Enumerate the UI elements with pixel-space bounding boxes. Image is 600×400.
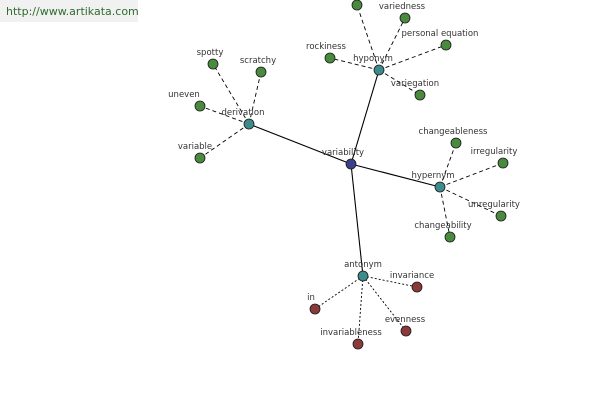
edge-antonym-leaf [314,275,364,310]
node-hyponym-leaf[interactable] [440,39,452,51]
edge-hyponym-leaf [378,69,421,96]
node-antonym-leaf[interactable] [411,281,423,293]
label-antonym-leaf: in [307,293,315,303]
node-hypernym-leaf[interactable] [495,210,507,222]
node-hyponym[interactable] [373,64,385,76]
label-hypernym: hypernym [411,171,454,181]
node-hypernym-leaf[interactable] [444,231,456,243]
graph-edges [199,4,504,345]
label-derivation-leaf: variable [178,142,212,152]
edge-center-hypernym [350,163,441,188]
label-antonym: antonym [344,260,382,270]
label-antonym-leaf: evenness [385,315,426,325]
node-antonym-leaf[interactable] [352,338,364,350]
node-hyponym-leaf[interactable] [399,12,411,24]
edge-hyponym-leaf [378,44,447,71]
edge-derivation-leaf [212,63,250,125]
node-derivation[interactable] [243,118,255,130]
label-antonym-leaf: invariableness [320,328,382,338]
edge-hyponym-leaf [378,17,406,71]
edge-center-hyponym [350,69,380,165]
graph-nodes [194,0,509,350]
edge-hyponym-leaf [329,57,380,71]
graph-labels: variedness rockiness personal equation vari… [168,2,520,338]
label-hyponym-leaf: personal equation [402,29,479,39]
edge-antonym-leaf [357,275,364,345]
node-hyponym-leaf[interactable] [351,0,363,11]
label-antonym-leaf: invariance [390,271,434,281]
label-hyponym-leaf: variegation [391,79,439,89]
edge-antonym-leaf [362,275,418,288]
edge-derivation-leaf [199,123,250,159]
label-hypernym-leaf: irregularity [471,147,518,157]
edge-center-derivation [248,123,352,165]
node-antonym[interactable] [357,270,369,282]
label-derivation-leaf: spotty [197,48,224,58]
edge-hypernym-leaf [439,186,451,238]
edge-hyponym-leaf [356,4,380,71]
edge-derivation-leaf [199,105,250,125]
node-hypernym-leaf[interactable] [450,137,462,149]
label-hyponym-leaf: rockiness [306,42,347,52]
label-hypernym-leaf: unregularity [468,200,520,210]
node-antonym-leaf[interactable] [400,325,412,337]
node-hyponym-leaf[interactable] [324,52,336,64]
node-hypernym[interactable] [434,181,446,193]
edge-center-antonym [350,163,364,277]
node-derivation-leaf[interactable] [194,152,206,164]
label-hypernym-leaf: changeableness [419,127,489,137]
node-derivation-leaf[interactable] [194,100,206,112]
label-hyponym: hyponym [353,54,393,64]
edge-derivation-leaf [248,71,262,125]
watermark: http://www.artikata.com [0,0,139,22]
label-hyponym-leaf: variedness [379,2,426,12]
label-derivation: derivation [221,108,264,118]
edge-hypernym-leaf [439,142,457,188]
node-derivation-leaf[interactable] [255,66,267,78]
edge-hypernym-leaf [439,162,504,188]
node-hyponym-leaf[interactable] [414,89,426,101]
node-derivation-leaf[interactable] [207,58,219,70]
node-hypernym-leaf[interactable] [497,157,509,169]
label-hypernym-leaf: changeability [414,221,471,231]
edge-hypernym-leaf [439,186,502,217]
label-center: variability [322,148,364,158]
label-derivation-leaf: uneven [168,90,200,100]
node-center[interactable] [345,158,357,170]
watermark-text: http://www.artikata.com [6,5,139,18]
label-derivation-leaf: scratchy [240,56,276,66]
node-antonym-leaf[interactable] [309,303,321,315]
